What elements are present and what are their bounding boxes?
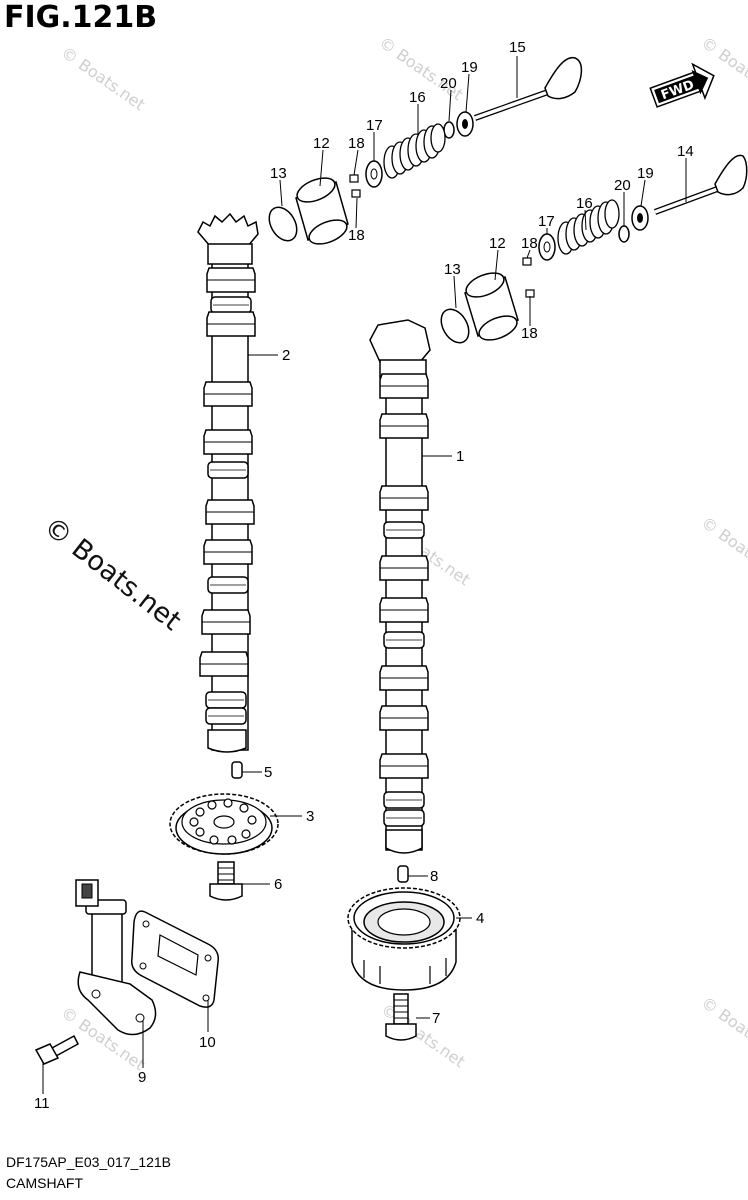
callout-17: 17 bbox=[538, 213, 555, 230]
callout-1: 1 bbox=[456, 448, 464, 465]
callout-11: 11 bbox=[34, 1095, 50, 1112]
sprocket-3-part bbox=[169, 793, 279, 855]
pin-5-part bbox=[231, 761, 243, 779]
spring-16-part bbox=[383, 123, 446, 179]
watermark-large: © Boats.net bbox=[38, 511, 187, 637]
callout-12: 12 bbox=[313, 135, 330, 152]
callout-14: 14 bbox=[677, 143, 694, 160]
callout-4: 4 bbox=[476, 910, 484, 927]
lifter-12-part bbox=[464, 272, 519, 341]
cotter-18-part bbox=[351, 189, 361, 198]
callout-17: 17 bbox=[366, 117, 383, 134]
callout-18: 18 bbox=[521, 235, 538, 252]
oil-control-valve-9-part bbox=[75, 879, 157, 1036]
callout-5: 5 bbox=[264, 764, 272, 781]
callout-8: 8 bbox=[430, 868, 438, 885]
cotter-18-part bbox=[525, 289, 535, 298]
callout-19: 19 bbox=[461, 59, 478, 76]
callout-10: 10 bbox=[199, 1034, 216, 1051]
callout-6: 6 bbox=[274, 876, 282, 893]
camshaft-2-part bbox=[197, 212, 259, 753]
leader-lines bbox=[42, 56, 687, 1094]
shim-13-part bbox=[268, 206, 298, 242]
cotter-18-part bbox=[522, 257, 532, 266]
callout-16: 16 bbox=[409, 89, 426, 106]
callout-16: 16 bbox=[576, 195, 593, 212]
bolt-11-part bbox=[34, 1034, 79, 1065]
callout-20: 20 bbox=[440, 75, 457, 92]
bolt-7-part bbox=[385, 993, 417, 1041]
lifter-12-part bbox=[295, 177, 349, 245]
callout-20: 20 bbox=[614, 177, 631, 194]
callout-13: 13 bbox=[444, 261, 461, 278]
seal-20-part bbox=[618, 225, 630, 243]
callout-19: 19 bbox=[637, 165, 654, 182]
callout-labels: 15 19 20 16 17 18 12 13 18 14 19 20 16 1… bbox=[34, 39, 694, 1112]
upper-valve-assembly bbox=[268, 56, 583, 245]
valve-15-part bbox=[473, 56, 583, 121]
callout-18: 18 bbox=[348, 227, 365, 244]
figure-name: CAMSHAFT bbox=[6, 1175, 83, 1191]
gasket-10-part bbox=[130, 910, 220, 1008]
spring-16-part bbox=[557, 199, 620, 255]
bolt-6-part bbox=[209, 861, 243, 901]
callout-18: 18 bbox=[521, 325, 538, 342]
watermark: © Boats.net bbox=[58, 43, 149, 115]
camshaft-1-part bbox=[369, 319, 431, 854]
cotter-18-part bbox=[349, 174, 359, 183]
shim-13-part bbox=[440, 308, 470, 344]
figure-code: DF175AP_E03_017_121B bbox=[6, 1154, 172, 1170]
vvt-sprocket-4-part bbox=[347, 887, 461, 991]
callout-13: 13 bbox=[270, 165, 287, 182]
callout-15: 15 bbox=[509, 39, 526, 56]
callout-7: 7 bbox=[432, 1010, 440, 1027]
callout-18: 18 bbox=[348, 135, 365, 152]
callout-12: 12 bbox=[489, 235, 506, 252]
pin-8-part bbox=[397, 865, 409, 883]
fwd-badge: FWD bbox=[649, 62, 715, 108]
valve-14-part bbox=[653, 154, 748, 215]
figure-title: FIG.121B bbox=[4, 0, 158, 35]
lower-valve-assembly bbox=[440, 154, 748, 344]
watermark: © Boats.net bbox=[698, 513, 748, 585]
callout-9: 9 bbox=[138, 1069, 146, 1086]
watermark: © Boats.net bbox=[698, 993, 748, 1065]
callout-2: 2 bbox=[282, 347, 290, 364]
callout-3: 3 bbox=[306, 808, 314, 825]
